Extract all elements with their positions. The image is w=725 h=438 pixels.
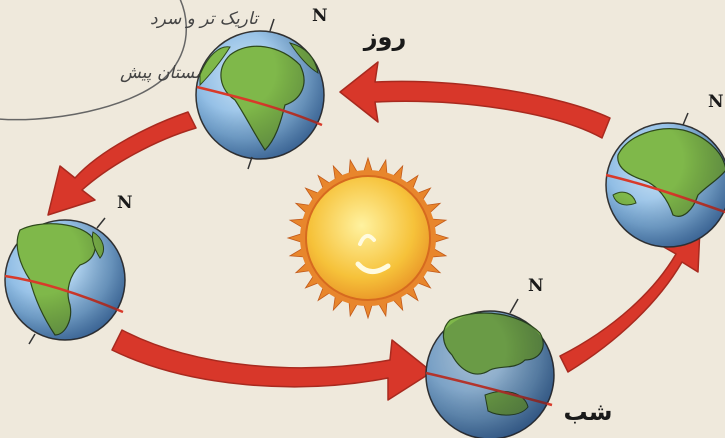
sun-ray — [364, 304, 373, 318]
orbit-arrow-right-to-top — [340, 62, 610, 138]
sun — [288, 158, 448, 318]
day-label: روز — [363, 23, 407, 51]
north-label-right: N — [708, 92, 724, 112]
north-label-left: N — [117, 193, 133, 213]
sun-ray — [434, 234, 448, 243]
earth-bottom: N — [426, 276, 554, 438]
north-label-top: N — [312, 6, 328, 26]
earth-left: N — [5, 193, 133, 344]
note-line-1: تاریک تر و سرد — [150, 9, 260, 29]
earth-top: N — [196, 6, 328, 169]
orbit-arrow-left-to-bottom — [112, 330, 432, 400]
orbit-arrow-bottom-to-right — [560, 228, 700, 372]
north-label-bottom: N — [528, 276, 544, 296]
night-label: شب — [563, 398, 612, 426]
earth-right: N — [606, 92, 725, 247]
sun-ray — [288, 234, 302, 243]
sun-ray — [364, 158, 373, 172]
